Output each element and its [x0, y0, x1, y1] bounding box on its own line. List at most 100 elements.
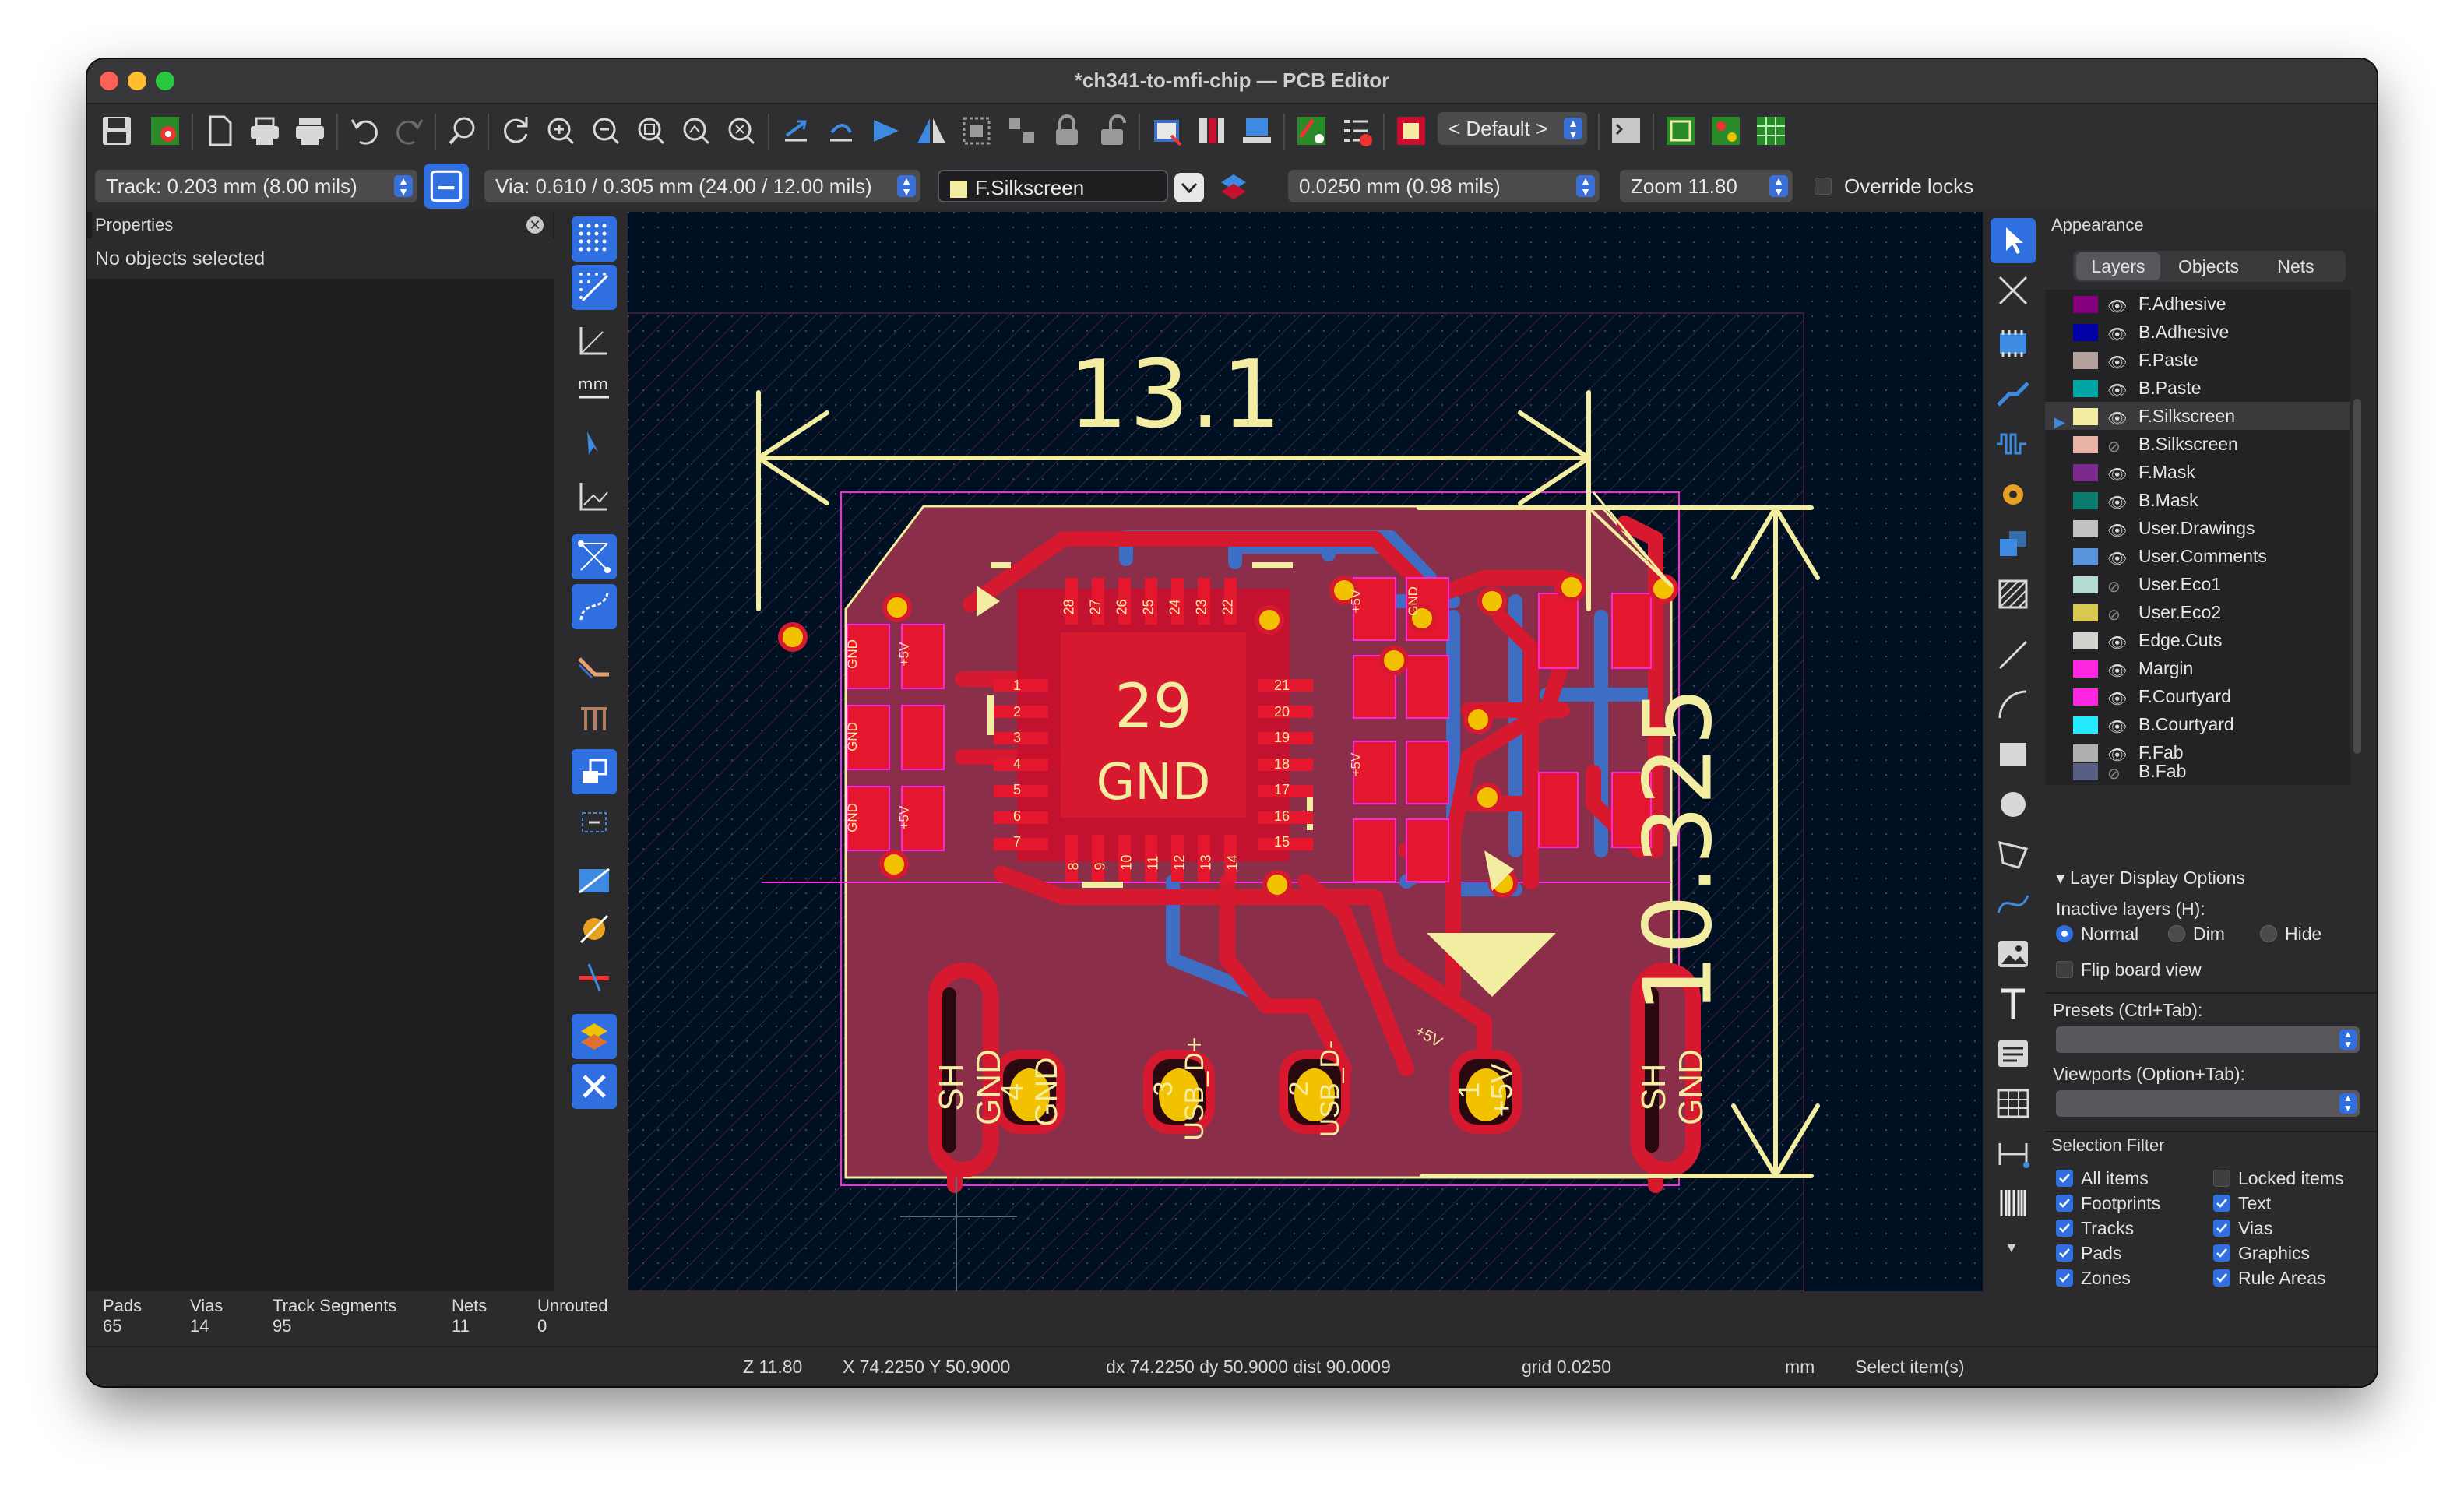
- width-dimension-label[interactable]: 13.1: [1068, 341, 1283, 449]
- layer-row[interactable]: 👁User.Comments: [2045, 542, 2350, 570]
- via-size-select[interactable]: Via: 0.610 / 0.305 mm (24.00 / 12.00 mil…: [484, 170, 920, 202]
- add-table-icon[interactable]: [1991, 1081, 2036, 1126]
- layer-row[interactable]: 👁B.Paste: [2045, 374, 2350, 402]
- rotate-ccw-icon[interactable]: [774, 109, 818, 153]
- layer-row[interactable]: 👁F.Courtyard: [2045, 682, 2350, 710]
- select-arrow-icon[interactable]: [1991, 218, 2036, 263]
- layer-row[interactable]: 👁User.Drawings: [2045, 514, 2350, 542]
- zoom-out-icon[interactable]: [584, 109, 628, 153]
- 3d-viewer-icon[interactable]: [1235, 109, 1279, 153]
- group-icon[interactable]: [955, 109, 998, 153]
- layer-preset-select[interactable]: < Default >▲▼: [1438, 112, 1587, 145]
- left-checkbox-2[interactable]: [2056, 1220, 2073, 1237]
- layers-manager-icon[interactable]: [572, 1014, 617, 1059]
- curved-ratsnest-icon[interactable]: [572, 584, 617, 629]
- lock-icon[interactable]: [1045, 109, 1089, 153]
- add-dimension-icon[interactable]: [1991, 1131, 2036, 1176]
- via-outline-icon[interactable]: [572, 695, 617, 740]
- left-checkbox-3[interactable]: [2056, 1244, 2073, 1262]
- find-icon[interactable]: [441, 109, 484, 153]
- scripting-console-icon[interactable]: [1604, 109, 1648, 153]
- zoom-in-icon[interactable]: [539, 109, 583, 153]
- unlock-icon[interactable]: [1090, 109, 1134, 153]
- footprint-library-icon[interactable]: [1190, 109, 1234, 153]
- close-window-button[interactable]: [100, 72, 118, 90]
- pcb-grid-icon[interactable]: [1749, 109, 1793, 153]
- zoom-fit-icon[interactable]: [629, 109, 673, 153]
- redo-icon[interactable]: [388, 109, 431, 153]
- grid-overrides-icon[interactable]: [572, 265, 617, 310]
- left-checkbox-4[interactable]: [2056, 1269, 2073, 1287]
- override-locks-checkbox[interactable]: [1815, 178, 1832, 195]
- presets-select[interactable]: ▲▼: [2056, 1026, 2360, 1053]
- add-rule-area-icon[interactable]: [1991, 572, 2036, 617]
- units-mm-icon[interactable]: mm: [572, 368, 617, 413]
- auto-track-width-icon[interactable]: [424, 164, 469, 209]
- right-checkbox-1[interactable]: [2213, 1195, 2230, 1212]
- save-icon[interactable]: [95, 109, 139, 153]
- right-checkbox-0[interactable]: [2213, 1170, 2230, 1187]
- layer-pair-icon[interactable]: [1389, 109, 1433, 153]
- properties-tools-icon[interactable]: [572, 1064, 617, 1109]
- inactive-hide-radio[interactable]: [2260, 925, 2277, 942]
- show-ratsnest-icon[interactable]: [572, 534, 617, 579]
- layer-row[interactable]: 👁F.Mask: [2045, 458, 2350, 486]
- draw-circle-icon[interactable]: [1991, 782, 2036, 827]
- draw-bezier-icon[interactable]: [1991, 882, 2036, 927]
- add-textbox-icon[interactable]: [1991, 1031, 2036, 1076]
- layer-row[interactable]: 👁B.Adhesive: [2045, 318, 2350, 346]
- grid-dots-icon[interactable]: [572, 216, 617, 262]
- ungroup-icon[interactable]: [1000, 109, 1044, 153]
- track-width-select[interactable]: Track: 0.203 mm (8.00 mils)▲▼: [95, 170, 417, 202]
- layer-row[interactable]: 👁F.Adhesive: [2045, 290, 2350, 318]
- draw-line-icon[interactable]: [1991, 632, 2036, 678]
- layer-row-active[interactable]: ▶👁F.Silkscreen: [2045, 402, 2350, 430]
- layer-row[interactable]: ⊘User.Eco1: [2045, 570, 2350, 598]
- layer-row[interactable]: ⊘User.Eco2: [2045, 598, 2350, 626]
- layer-row[interactable]: 👁F.Fab: [2045, 738, 2350, 766]
- flip-board-checkbox[interactable]: [2056, 961, 2073, 978]
- tab-nets[interactable]: Nets: [2277, 256, 2314, 276]
- print-icon[interactable]: [243, 109, 287, 153]
- footprint-editor-icon[interactable]: [1145, 109, 1188, 153]
- inactive-normal-radio[interactable]: [2056, 925, 2073, 942]
- layer-list-scrollbar[interactable]: [2353, 399, 2361, 754]
- right-checkbox-4[interactable]: [2213, 1269, 2230, 1287]
- zoom-objects-icon[interactable]: [674, 109, 718, 153]
- board-outline-icon[interactable]: [1659, 109, 1702, 153]
- add-zone-icon[interactable]: [1991, 522, 2036, 567]
- drc-icon[interactable]: [1335, 109, 1378, 153]
- refresh-icon[interactable]: [494, 109, 537, 153]
- rotate-cw-icon[interactable]: [819, 109, 863, 153]
- netlist-update-icon[interactable]: [1290, 109, 1333, 153]
- zoom-window-button[interactable]: [156, 72, 174, 90]
- local-ratsnest-icon[interactable]: [1991, 268, 2036, 313]
- footprint-assign-icon[interactable]: [1704, 109, 1748, 153]
- active-layer-select[interactable]: F.Silkscreen: [938, 170, 1168, 202]
- tab-objects[interactable]: Objects: [2178, 256, 2239, 276]
- layer-display-options-toggle[interactable]: ▾ Layer Display Options: [2056, 868, 2245, 888]
- zoom-selection-icon[interactable]: [720, 109, 763, 153]
- polar-coords-icon[interactable]: [572, 318, 617, 363]
- mirror-icon[interactable]: [910, 109, 953, 153]
- layer-stack-icon[interactable]: [1212, 165, 1255, 209]
- add-text-icon[interactable]: [1991, 981, 2036, 1026]
- draw-arc-icon[interactable]: [1991, 682, 2036, 727]
- layer-row[interactable]: ⊘B.Silkscreen: [2045, 430, 2350, 458]
- pad-fill-icon[interactable]: [572, 858, 617, 903]
- right-checkbox-3[interactable]: [2213, 1244, 2230, 1262]
- grid-size-select[interactable]: 0.0250 mm (0.98 mils)▲▼: [1288, 170, 1600, 202]
- inactive-dim-radio[interactable]: [2168, 925, 2185, 942]
- layer-row[interactable]: 👁B.Courtyard: [2045, 710, 2350, 738]
- layer-row[interactable]: 👁Margin: [2045, 654, 2350, 682]
- layer-row[interactable]: ⊘B.Fab: [2045, 757, 2350, 785]
- layer-row[interactable]: 👁F.Paste: [2045, 346, 2350, 374]
- ratsnest-curved-icon[interactable]: [572, 473, 617, 519]
- tab-layers[interactable]: Layers: [2076, 252, 2160, 280]
- left-checkbox-1[interactable]: [2056, 1195, 2073, 1212]
- minimize-window-button[interactable]: [128, 72, 146, 90]
- track-outline-icon[interactable]: [572, 645, 617, 690]
- viewports-select[interactable]: ▲▼: [2056, 1090, 2360, 1117]
- route-track-icon[interactable]: [1991, 371, 2036, 416]
